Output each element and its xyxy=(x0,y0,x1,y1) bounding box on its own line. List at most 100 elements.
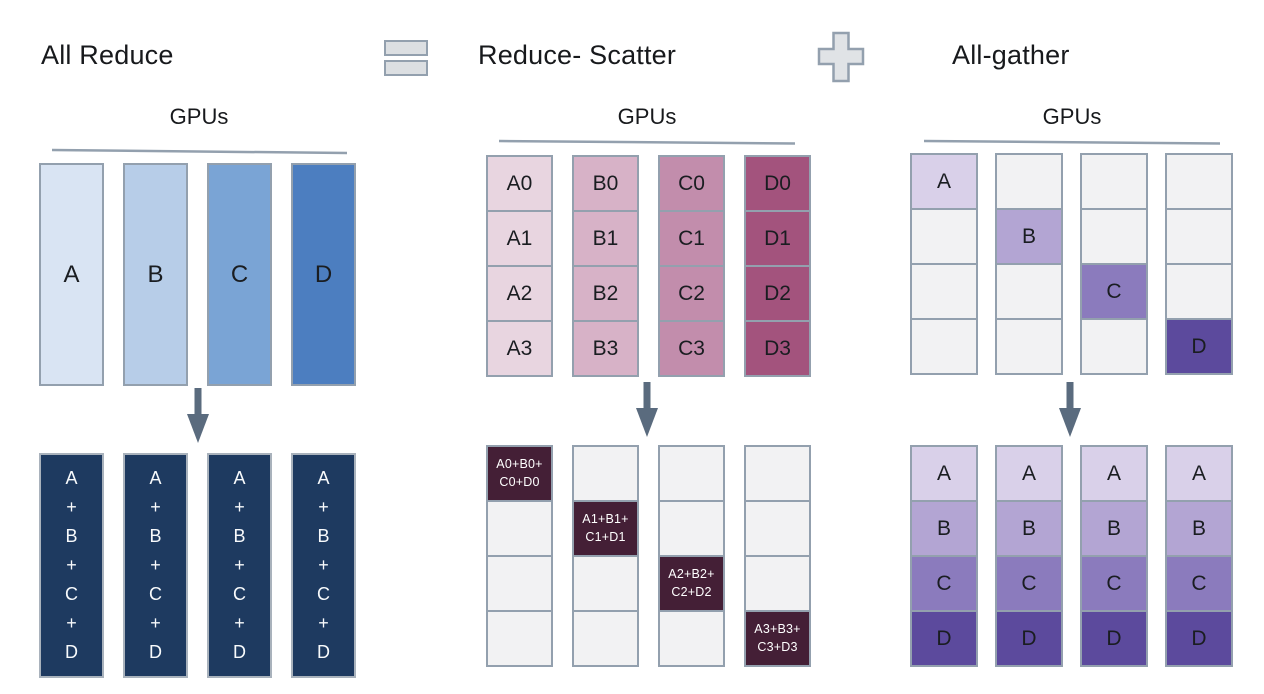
equals-icon xyxy=(384,40,428,76)
empty-cell xyxy=(910,263,978,320)
cell-c: C xyxy=(1080,263,1148,320)
title-all-gather: All-gather xyxy=(952,40,1070,70)
gpu-column-a: A0 A1 A2 A3 xyxy=(486,155,553,377)
cell-b: B xyxy=(995,208,1063,265)
empty-cell xyxy=(995,263,1063,320)
empty-cell xyxy=(1080,153,1148,210)
all-reduce-input-columns: A B C D xyxy=(39,163,356,386)
cell-b3: B3 xyxy=(572,320,639,377)
gpu-column-c: C0 C1 C2 C3 xyxy=(658,155,725,377)
gpu-column-c: C xyxy=(207,163,272,386)
all-gather-result-grid: A B C D A B C D A B C D A B C D xyxy=(910,445,1233,667)
cell-a: A xyxy=(995,445,1063,502)
cell-d: D xyxy=(910,610,978,667)
gpu-column-0: A B C D xyxy=(910,445,978,667)
result-column-sum: A + B + C + D xyxy=(39,453,104,678)
down-arrow-reduce-scatter xyxy=(636,382,658,437)
empty-cell xyxy=(910,318,978,375)
empty-cell xyxy=(572,555,639,612)
empty-cell xyxy=(910,208,978,265)
empty-cell xyxy=(486,500,553,557)
cell-d: D xyxy=(1080,610,1148,667)
gpu-column-1: B xyxy=(995,153,1063,375)
cell-a: A xyxy=(910,445,978,502)
empty-cell xyxy=(658,610,725,667)
down-arrow-all-reduce xyxy=(187,388,209,443)
all-reduce-result-columns: A + B + C + D A + B + C + D A + B + C + … xyxy=(39,453,356,678)
gpus-label-all-reduce: GPUs xyxy=(169,104,229,129)
empty-cell xyxy=(744,555,811,612)
title-all-reduce: All Reduce xyxy=(41,40,174,70)
cell-c: C xyxy=(1080,555,1148,612)
cell-b: B xyxy=(995,500,1063,557)
cell-b2: B2 xyxy=(572,265,639,322)
gpus-label-all-gather: GPUs xyxy=(1042,104,1102,129)
cell-d: D xyxy=(1165,610,1233,667)
gpu-column-b: B xyxy=(123,163,188,386)
gpu-column-1: A1+B1+ C1+D1 xyxy=(572,445,639,667)
sum-cell-2: A2+B2+ C2+D2 xyxy=(658,555,725,612)
gpu-column-3: D xyxy=(1165,153,1233,375)
plus-icon xyxy=(817,31,865,88)
cell-b: B xyxy=(1080,500,1148,557)
empty-cell xyxy=(1080,208,1148,265)
reduce-scatter-input-grid: A0 A1 A2 A3 B0 B1 B2 B3 C0 C1 C2 C3 D0 D… xyxy=(486,155,811,377)
gpus-label-reduce-scatter: GPUs xyxy=(617,104,677,129)
empty-cell xyxy=(658,500,725,557)
gpus-underline-right xyxy=(924,139,1220,145)
sum-cell-3: A3+B3+ C3+D3 xyxy=(744,610,811,667)
cell-c0: C0 xyxy=(658,155,725,212)
cell-c2: C2 xyxy=(658,265,725,322)
gpus-underline-left xyxy=(52,148,347,155)
empty-cell xyxy=(1165,263,1233,320)
gpu-column-d: D xyxy=(291,163,356,386)
all-gather-input-grid: A B C D xyxy=(910,153,1233,375)
empty-cell xyxy=(995,318,1063,375)
gpu-column-d: D0 D1 D2 D3 xyxy=(744,155,811,377)
title-reduce-scatter: Reduce- Scatter xyxy=(478,40,677,70)
gpu-column-0: A0+B0+ C0+D0 xyxy=(486,445,553,667)
cell-c: C xyxy=(1165,555,1233,612)
cell-d3: D3 xyxy=(744,320,811,377)
equals-bar-top xyxy=(384,40,428,56)
gpu-column-3: A B C D xyxy=(1165,445,1233,667)
cell-a2: A2 xyxy=(486,265,553,322)
empty-cell xyxy=(1165,153,1233,210)
empty-cell xyxy=(1080,318,1148,375)
cell-a: A xyxy=(1165,445,1233,502)
cell-a3: A3 xyxy=(486,320,553,377)
cell-c: C xyxy=(910,555,978,612)
empty-cell xyxy=(572,445,639,502)
empty-cell xyxy=(486,610,553,667)
cell-d: D xyxy=(1165,318,1233,375)
empty-cell xyxy=(572,610,639,667)
cell-a0: A0 xyxy=(486,155,553,212)
cell-c3: C3 xyxy=(658,320,725,377)
cell-d1: D1 xyxy=(744,210,811,267)
gpu-column-b: B0 B1 B2 B3 xyxy=(572,155,639,377)
gpu-column-2: A2+B2+ C2+D2 xyxy=(658,445,725,667)
empty-cell xyxy=(658,445,725,502)
reduce-scatter-result-grid: A0+B0+ C0+D0 A1+B1+ C1+D1 A2+B2+ C2+D2 A… xyxy=(486,445,811,667)
cell-c1: C1 xyxy=(658,210,725,267)
cell-d2: D2 xyxy=(744,265,811,322)
empty-cell xyxy=(744,500,811,557)
gpus-underline-middle xyxy=(499,139,795,145)
cell-a: A xyxy=(910,153,978,210)
empty-cell xyxy=(1165,208,1233,265)
empty-cell xyxy=(486,555,553,612)
cell-a1: A1 xyxy=(486,210,553,267)
gpu-column-a: A xyxy=(39,163,104,386)
equals-bar-bottom xyxy=(384,60,428,76)
sum-cell-1: A1+B1+ C1+D1 xyxy=(572,500,639,557)
cell-b: B xyxy=(910,500,978,557)
cell-c: C xyxy=(995,555,1063,612)
gpu-column-3: A3+B3+ C3+D3 xyxy=(744,445,811,667)
empty-cell xyxy=(995,153,1063,210)
sum-cell-0: A0+B0+ C0+D0 xyxy=(486,445,553,502)
gpu-column-2: C xyxy=(1080,153,1148,375)
cell-b: B xyxy=(1165,500,1233,557)
gpu-column-1: A B C D xyxy=(995,445,1063,667)
down-arrow-all-gather xyxy=(1059,382,1081,437)
